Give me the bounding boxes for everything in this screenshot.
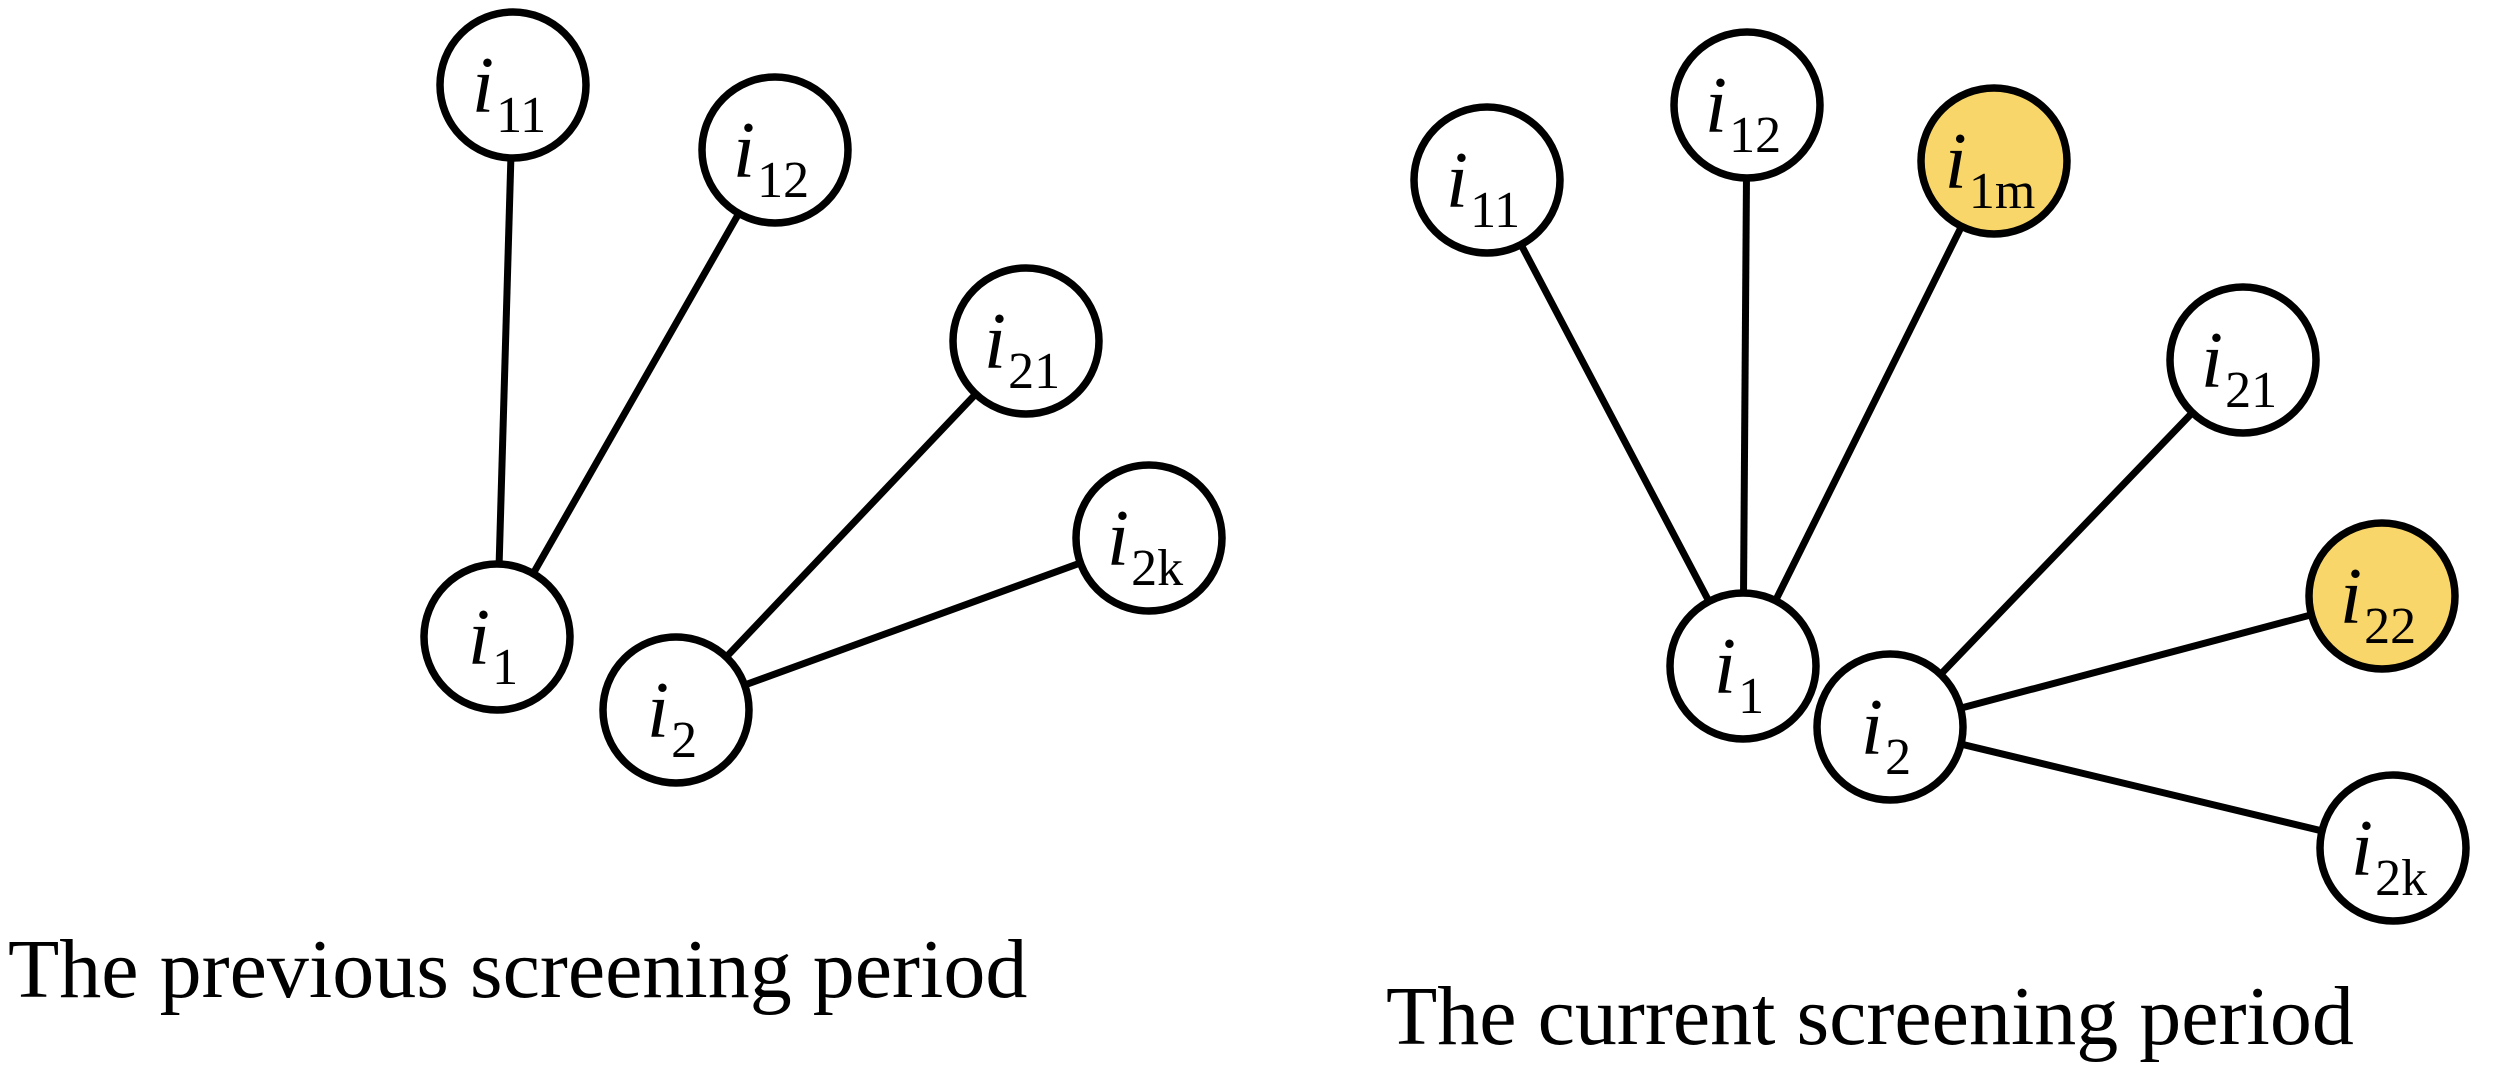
diagram-current: i11 i12 i1m i21 i22 i2k i1 i2 (1410, 28, 2470, 925)
node-label-i2k-previous: i2k (1107, 495, 1183, 597)
node-label-i2k-current: i2k (2351, 805, 2427, 907)
node-i21-previous (949, 264, 1103, 418)
node-label-i21-current: i21 (2201, 317, 2277, 419)
edge-i2-i2k (674, 534, 1151, 714)
edge-i1-i11 (493, 84, 517, 638)
node-label-i1m-current: i1m (1945, 118, 2036, 220)
node-i2-current (1813, 650, 1967, 804)
node-i2k-current (2316, 771, 2470, 925)
diagram-previous: i11 i12 i21 i2k i1 i2 (420, 8, 1226, 787)
node-i2k-previous (1072, 461, 1226, 615)
node-i1m-current (1917, 84, 2071, 238)
node-i1-previous (420, 560, 574, 714)
edge-i2-i21 (1887, 357, 2246, 730)
edge-i2-i2k (1889, 723, 2394, 852)
node-label-i12-current: i12 (1705, 62, 1781, 164)
edge-i2-i22 (1889, 592, 2383, 731)
node-i12-current (1670, 28, 1824, 182)
edge-i1-i1m (1739, 159, 1998, 668)
node-label-i11-previous: i11 (472, 42, 546, 144)
node-label-i21-previous: i21 (984, 298, 1060, 400)
edge-i1-i12 (493, 148, 779, 639)
edge-i1-i11 (1483, 178, 1747, 668)
node-label-i1-current: i1 (1714, 623, 1764, 725)
node-label-i2-previous: i2 (647, 667, 697, 769)
node-i2-previous (599, 633, 753, 787)
node-label-i12-previous: i12 (733, 107, 809, 209)
node-i21-current (2166, 283, 2320, 437)
caption-previous-period: The previous screening period (8, 923, 1028, 1016)
node-label-i11-current: i11 (1446, 137, 1520, 239)
node-i1-current (1666, 589, 1820, 743)
node-label-i22-current: i22 (2340, 553, 2416, 655)
node-label-i2-current: i2 (1861, 684, 1911, 786)
node-i11-current (1410, 103, 1564, 257)
edge-i2-i21 (673, 338, 1029, 713)
edge-i1-i12 (1739, 104, 1751, 667)
node-i11-previous (436, 8, 590, 162)
caption-current-period: The current screening period (1386, 970, 2354, 1063)
node-label-i1-previous: i1 (468, 594, 518, 696)
node-i22-current (2305, 519, 2459, 673)
node-i12-previous (698, 73, 852, 227)
